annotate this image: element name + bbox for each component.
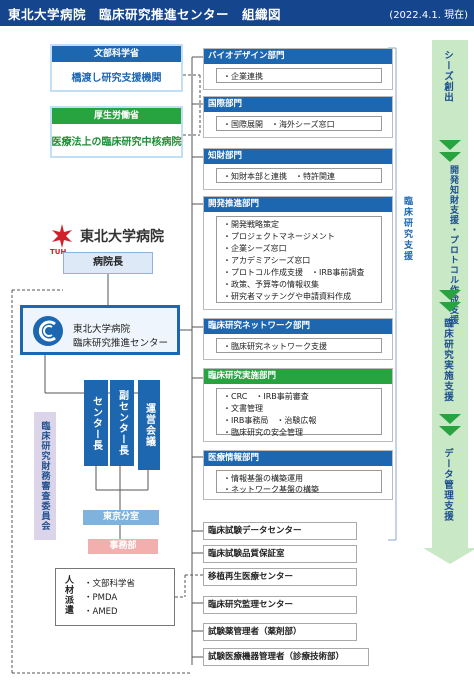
dept-title: 国際部門 (204, 97, 392, 112)
chevron-down-icon (439, 140, 461, 150)
phase-label: 開発知財支援・プロトコル作成支援 (448, 165, 458, 325)
dept-item: 企業連携 (231, 72, 263, 81)
phase-arrow-icon (423, 548, 474, 564)
dept-network: 臨床研究ネットワーク部門 ・臨床研究ネットワーク支援 (203, 318, 393, 360)
dept-item: CRC ・IRB事前審査 (231, 392, 309, 401)
hospital-name: 東北大学病院 (80, 229, 164, 245)
ext-unit: 臨床研究監理センター (203, 596, 357, 614)
dispatch-item: ・文部科学省 (84, 579, 136, 589)
vice-head-box: 副センター長 (110, 380, 134, 466)
dispatch-box: 人材派遣 ・文部科学省 ・PMDA ・AMED (55, 568, 175, 626)
dept-item: IRB事務局 ・治験広報 (231, 416, 317, 425)
ext-unit: 試験薬管理者（薬剤部） (203, 623, 357, 641)
clinical-research-support-label: 臨床研究支援 (402, 196, 412, 262)
finance-committee-box: 臨床研究財務審査委員会 (34, 412, 56, 540)
dept-development: 開発推進部門 ・開発戦略策定 ・プロジェクトマネージメント ・企業シーズ窓口 ・… (203, 196, 393, 310)
center-name-line1: 東北大学病院 (73, 324, 131, 335)
ext-unit: 試験医療機器管理者（診療技術部） (203, 648, 369, 666)
dept-title: 開発推進部門 (204, 197, 392, 212)
dept-items: ・CRC ・IRB事前審査 ・文書管理 ・IRB事務局 ・治験広報 ・臨床研究の… (216, 388, 382, 437)
dept-items: ・知財本部と連携 ・特許関連 (216, 168, 382, 183)
dept-item: ネットワーク基盤の構築 (231, 485, 319, 494)
phase-label: データ管理支援 (442, 448, 453, 522)
chevron-down-icon (439, 290, 461, 300)
center-name-line2: 臨床研究推進センター (73, 338, 169, 349)
agency-mext-ministry: 文部科学省 (52, 46, 181, 62)
dept-item: 知財本部と連携 ・特許関連 (231, 172, 335, 181)
dept-international: 国際部門 ・国際展開 ・海外シーズ窓口 (203, 96, 393, 138)
dept-item: プロトコル作成支援 ・IRB事前調査 (231, 268, 365, 277)
dispatch-label: 人材派遣 (63, 575, 73, 615)
center-box: 東北大学病院 臨床研究推進センター (20, 305, 180, 355)
dispatch-item: ・AMED (84, 607, 118, 617)
hospital-logo-icon (52, 224, 72, 248)
agency-mext: 文部科学省 橋渡し研究支援機関 (50, 44, 183, 92)
ext-unit: 移植再生医療センター (203, 568, 357, 586)
dept-item: 政策、予算等の情報収集 (231, 280, 319, 289)
hospital-director: 病院長 (63, 252, 153, 274)
dept-ip: 知財部門 ・知財本部と連携 ・特許関連 (203, 148, 393, 190)
agency-mext-program: 橋渡し研究支援機関 (71, 72, 162, 84)
dept-title: バイオデザイン部門 (204, 49, 392, 64)
dept-item: 情報基盤の構築運用 (231, 474, 303, 483)
hospital-logo-text: TUH (50, 248, 67, 256)
council-box: 運営会議 (138, 380, 160, 470)
dept-items: ・国際展開 ・海外シーズ窓口 (216, 116, 382, 131)
dispatch-item: ・PMDA (84, 593, 118, 603)
phase-label: 臨床研究実施支援 (442, 318, 453, 402)
date-label: (2022.4.1. 現在) (389, 10, 468, 21)
dept-biodesign: バイオデザイン部門 ・企業連携 (203, 48, 393, 90)
agency-mhlw-ministry: 厚生労働省 (52, 108, 181, 124)
page-header: 東北大学病院 臨床研究推進センター 組織図 (2022.4.1. 現在) (0, 0, 474, 26)
dept-item: アカデミアシーズ窓口 (231, 256, 311, 265)
dept-item: 臨床研究ネットワーク支援 (231, 342, 327, 351)
ext-unit: 臨床試験データセンター (203, 522, 357, 540)
dept-title: 知財部門 (204, 149, 392, 164)
dept-item: 国際展開 ・海外シーズ窓口 (231, 120, 335, 129)
center-logo-icon (33, 316, 63, 346)
dept-item: 文書管理 (231, 404, 263, 413)
dept-item: プロジェクトマネージメント (231, 232, 335, 241)
dept-implementation: 臨床研究実施部門 ・CRC ・IRB事前審査 ・文書管理 ・IRB事務局 ・治験… (203, 368, 393, 442)
dept-title: 医療情報部門 (204, 451, 392, 466)
dept-item: 研究者マッチングや申請資料作成 (231, 292, 351, 301)
dept-items: ・企業連携 (216, 68, 382, 83)
secretariat: 事務部 (88, 539, 158, 554)
phase-label: シーズ創出 (442, 50, 453, 103)
dept-items: ・臨床研究ネットワーク支援 (216, 338, 382, 353)
agency-mhlw: 厚生労働省 医療法上の臨床研究中核病院 (50, 106, 183, 158)
dept-item: 企業シーズ窓口 (231, 244, 287, 253)
page-title: 東北大学病院 臨床研究推進センター 組織図 (8, 7, 282, 22)
agency-mhlw-program: 医療法上の臨床研究中核病院 (51, 136, 182, 148)
dept-item: 臨床研究の安全管理 (231, 428, 303, 437)
dept-title: 臨床研究ネットワーク部門 (204, 319, 392, 334)
dept-medical-info: 医療情報部門 ・情報基盤の構築運用 ・ネットワーク基盤の構築 (203, 450, 393, 500)
chevron-down-icon (439, 302, 461, 312)
chevron-down-icon (439, 152, 461, 162)
chevron-down-icon (439, 426, 461, 436)
tokyo-office: 東京分室 (83, 510, 159, 525)
chevron-down-icon (439, 414, 461, 424)
center-head-box: センター長 (84, 380, 108, 466)
dept-item: 開発戦略策定 (231, 220, 279, 229)
dept-title: 臨床研究実施部門 (204, 369, 392, 384)
ext-unit: 臨床試験品質保証室 (203, 545, 357, 563)
dept-items: ・情報基盤の構築運用 ・ネットワーク基盤の構築 (216, 470, 382, 494)
dept-items: ・開発戦略策定 ・プロジェクトマネージメント ・企業シーズ窓口 ・アカデミアシー… (216, 216, 382, 303)
